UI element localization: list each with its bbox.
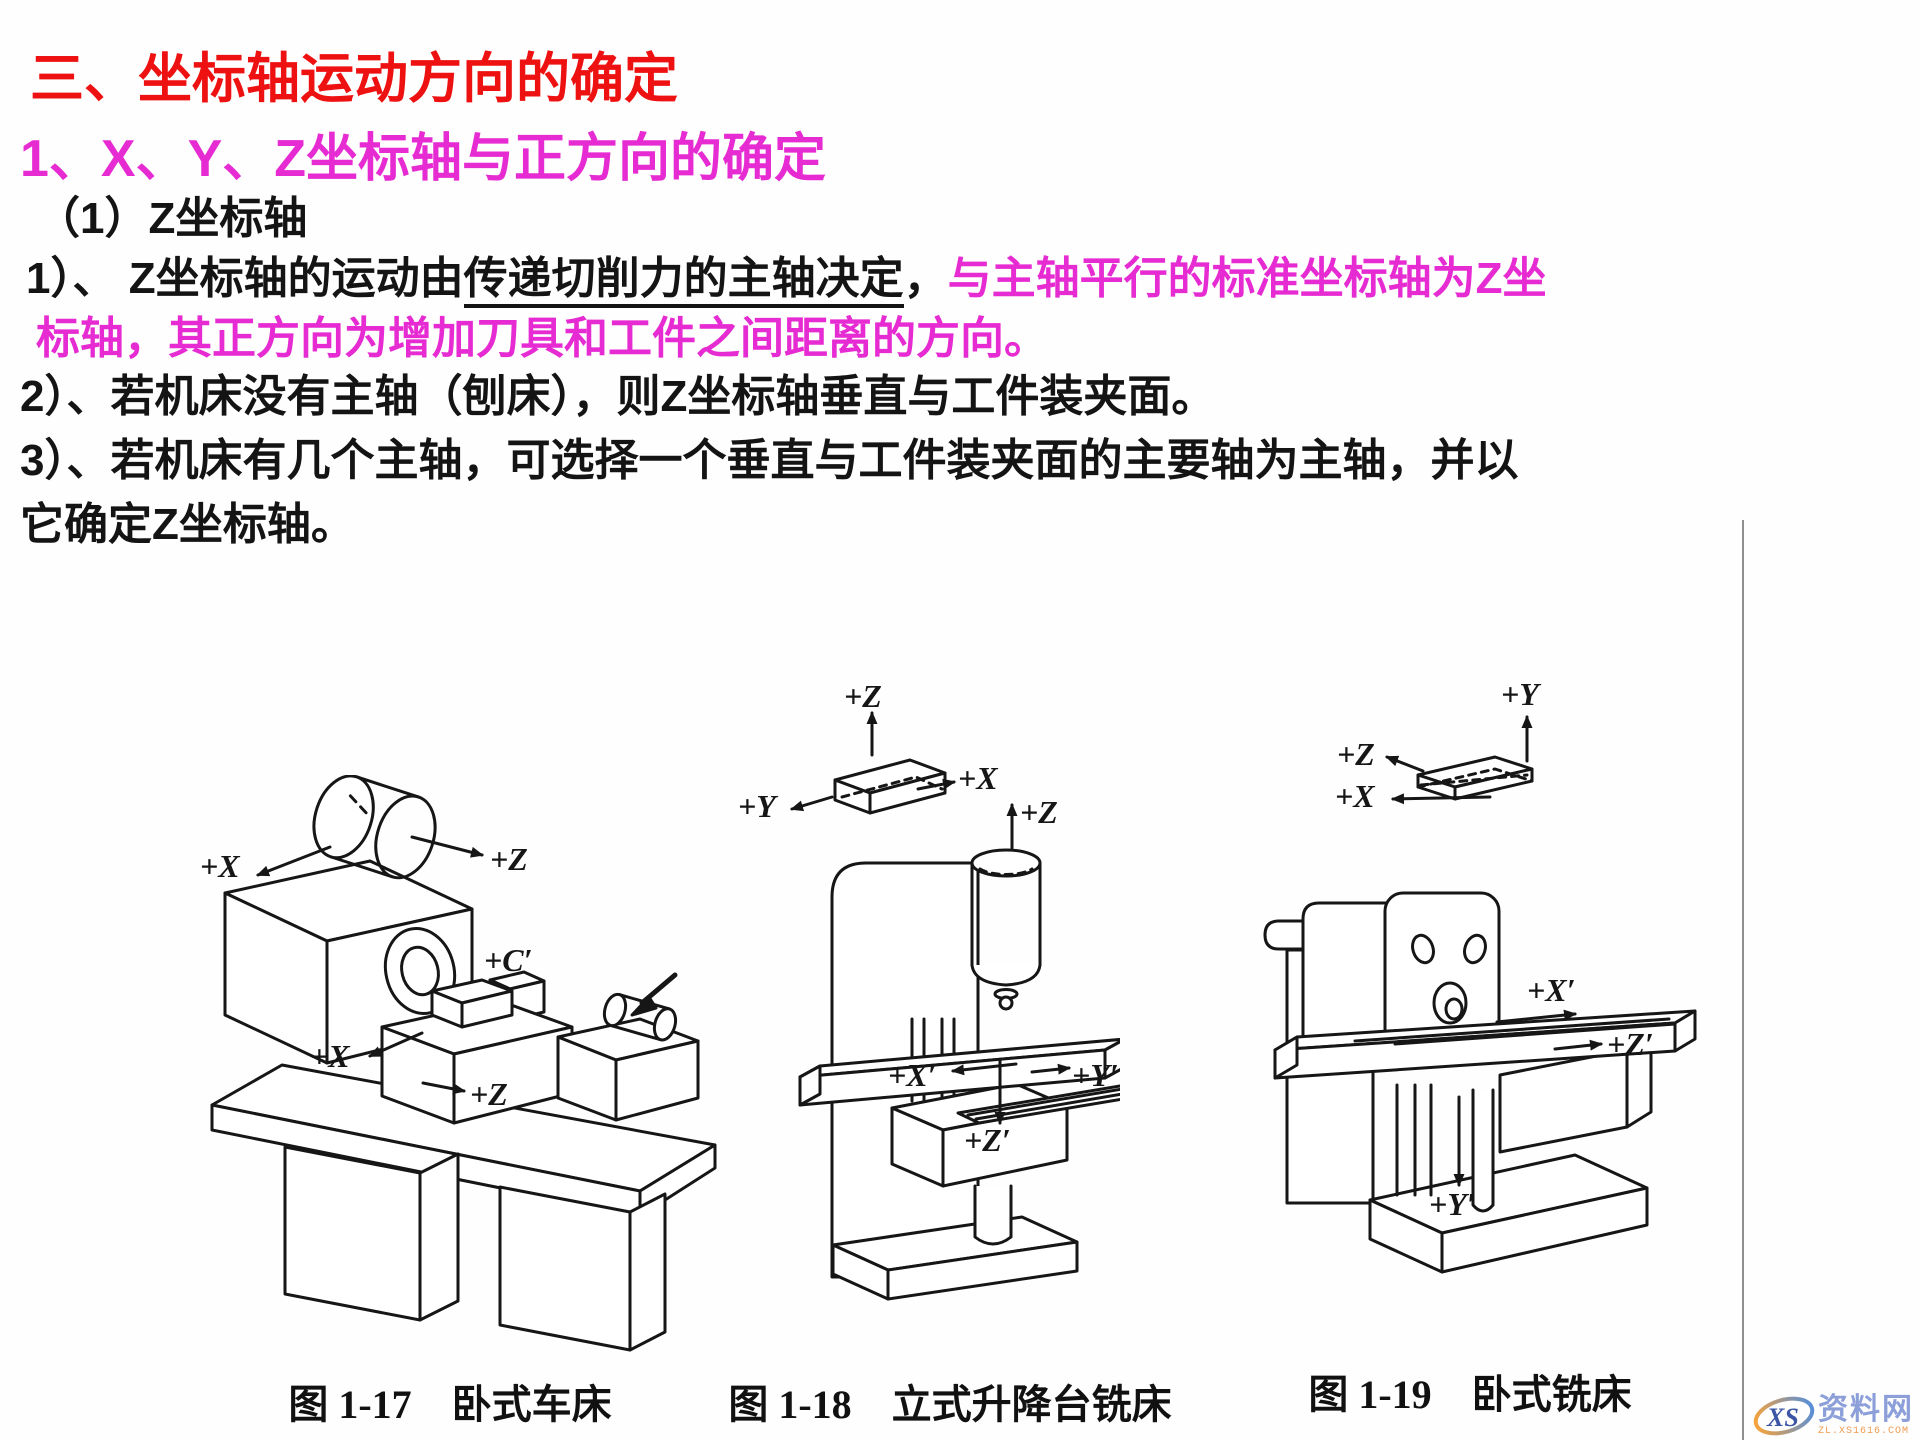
axis-label-workpiece-x: +X [200, 848, 240, 884]
line2-underlined: 传递切削力的主轴决定 [463, 254, 904, 308]
axis-label-workpiece-y: +Y [1501, 676, 1541, 712]
body-line-4: 2）、若机床没有主轴（刨床），则Z坐标轴垂直与工件装夹面。 [20, 372, 1216, 421]
figure-caption-horizontal-mill: 图 1-19 卧式铣床 [1308, 1372, 1632, 1417]
watermark-site-name: 资料网 [1818, 1393, 1914, 1426]
axis-label-machine-x: +X′ [888, 1057, 937, 1093]
axis-label-machine-y: +Y′ [1429, 1186, 1476, 1222]
watermark-site-url: ZL.XS1616.COM [1818, 1426, 1910, 1437]
axis-label-workpiece-y: +Y [738, 788, 778, 824]
figure-horizontal-mill-drawing: +Y +Z +X +X′ +Z′ +Y′ [1263, 676, 1697, 1274]
axis-label-workpiece-z: +Z [844, 678, 882, 714]
divider-line [1742, 520, 1744, 1440]
axis-label-workpiece-x: +X [958, 760, 998, 796]
axis-label-c-prime: +C′ [484, 942, 533, 978]
line2-prefix: 1）、 Z坐标轴的运动由 [26, 254, 464, 303]
axis-label-machine-y: +Y′ [1072, 1057, 1119, 1093]
axis-label-spindle-z: +Z [1020, 794, 1058, 830]
figure-caption-vertical-mill: 图 1-18 立式升降台铣床 [728, 1382, 1172, 1427]
page-subtitle: 1、X、Y、Z坐标轴与正方向的确定 [20, 130, 827, 188]
body-line-5: 3）、若机床有几个主轴，可选择一个垂直与工件装夹面的主要轴为主轴，并以 [20, 436, 1519, 485]
xs-logo-icon: XS [1753, 1396, 1815, 1436]
figure-caption-lathe: 图 1-17 卧式车床 [288, 1382, 612, 1427]
axis-label-workpiece-z: +Z [490, 841, 528, 877]
page-title: 三、坐标轴运动方向的确定 [30, 49, 678, 109]
axis-label-machine-x: +X [310, 1038, 350, 1074]
body-line-1: （1）Z坐标轴 [36, 194, 308, 243]
line2-comma: ， [903, 254, 948, 303]
figure-lathe-drawing: +X +Z +C′ +X +Z [200, 775, 717, 1352]
body-line-2: 1）、 Z坐标轴的运动由传递切削力的主轴决定，与主轴平行的标准坐标轴为Z坐 [26, 242, 1547, 308]
figure-vertical-mill-drawing: +Z +X +Y +Z +X′ +Y′ +Z′ [738, 678, 1120, 1301]
axis-label-machine-z: +Z [470, 1076, 508, 1112]
xs-logo-text: XS [1766, 1403, 1799, 1432]
watermark: XS 资料网 ZL.XS1616.COM [1752, 1392, 1914, 1440]
body-line-6: 它确定Z坐标轴。 [20, 500, 355, 549]
axis-label-machine-z: +Z′ [964, 1122, 1011, 1158]
axis-label-workpiece-x: +X [1335, 778, 1375, 814]
axis-label-workpiece-z: +Z [1337, 736, 1375, 772]
axis-label-machine-x: +X′ [1527, 972, 1576, 1008]
axis-label-machine-z: +Z′ [1607, 1026, 1654, 1062]
body-line-3: 标轴，其正方向为增加刀具和工件之间距离的方向。 [36, 314, 1048, 363]
line2-magenta: 与主轴平行的标准坐标轴为Z坐 [947, 254, 1547, 303]
